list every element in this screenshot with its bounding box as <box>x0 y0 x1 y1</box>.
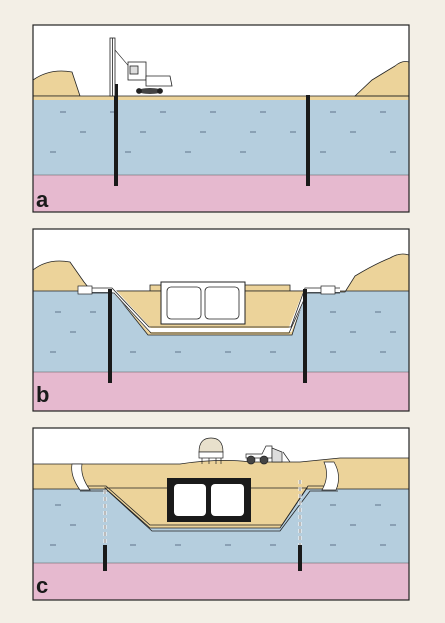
clay-layer-c <box>33 563 409 600</box>
clay-layer-b <box>33 372 409 411</box>
panel-b <box>33 229 409 411</box>
pile-driver-crane-icon <box>109 37 173 97</box>
panel-label-b: b <box>36 382 50 407</box>
bank-left-a <box>33 70 81 97</box>
water-dashes-a <box>50 111 396 153</box>
pile-stub-left-c <box>103 545 107 571</box>
water-layer-a <box>33 96 409 175</box>
sheet-pile-left-b <box>108 289 112 383</box>
clay-layer-a <box>33 175 409 212</box>
dome-structure-icon <box>198 437 224 464</box>
panel-label-c: c <box>36 573 49 598</box>
tunnel-box-icon <box>167 478 251 522</box>
panel-label-a: a <box>36 187 49 212</box>
tunnel-box-icon <box>160 281 246 325</box>
sheet-pile-right-b <box>303 289 307 383</box>
soil-banks-b <box>33 253 409 293</box>
panel-c <box>33 428 409 600</box>
pile-stub-right-c <box>298 545 302 571</box>
water-dashes-c <box>50 504 396 546</box>
water-dashes-b <box>50 311 396 353</box>
sheet-pile-left-a <box>114 84 118 186</box>
sheet-pile-right-a <box>306 95 310 186</box>
soil-strip-a <box>33 96 409 100</box>
bank-right-a <box>353 61 409 97</box>
bulldozer-icon <box>245 445 291 465</box>
